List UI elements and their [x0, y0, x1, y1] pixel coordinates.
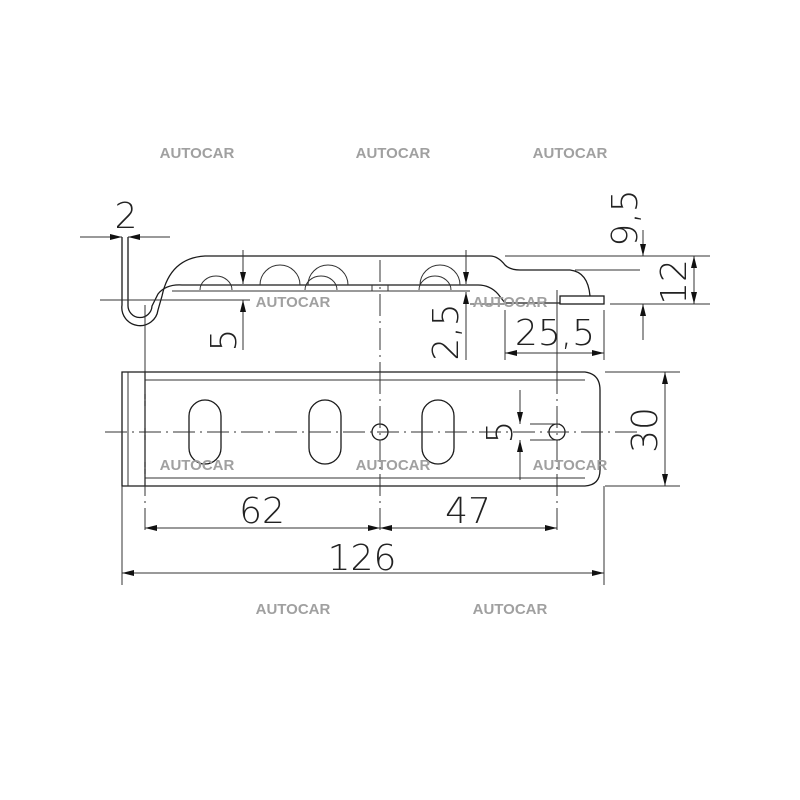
- dim-hook-height: 5: [204, 329, 245, 352]
- watermark: AUTOCAR: [533, 457, 608, 474]
- dimension-lines: [80, 230, 697, 576]
- dim-total-height: 12: [654, 259, 695, 305]
- hook-outline: [121, 237, 591, 327]
- tab-end: [559, 295, 605, 305]
- hook-inner: [127, 237, 560, 319]
- embossed-ribs: [172, 264, 470, 292]
- watermark: AUTOCAR: [473, 294, 548, 311]
- front-view: [105, 371, 680, 585]
- dim-width: 30: [625, 407, 666, 453]
- watermark: AUTOCAR: [473, 601, 548, 618]
- dim-thickness: 2: [115, 196, 138, 237]
- dim-hole-diameter: 5: [480, 421, 521, 444]
- dim-pitch-left: 62: [239, 491, 285, 532]
- watermark: AUTOCAR: [533, 145, 608, 162]
- dim-tab-length: 25,5: [515, 313, 595, 354]
- dim-pitch-right: 47: [445, 491, 491, 532]
- dim-step-height: 9,5: [605, 189, 646, 246]
- watermarks: AUTOCAR AUTOCAR AUTOCAR AUTOCAR AUTOCAR …: [160, 145, 608, 618]
- dim-total-length: 126: [328, 538, 397, 579]
- side-view: [100, 237, 710, 372]
- plate-outline: [121, 371, 601, 487]
- watermark: AUTOCAR: [160, 145, 235, 162]
- dim-step-offset: 2,5: [426, 303, 467, 360]
- watermark: AUTOCAR: [160, 457, 235, 474]
- watermark: AUTOCAR: [356, 145, 431, 162]
- watermark: AUTOCAR: [256, 294, 331, 311]
- watermark: AUTOCAR: [256, 601, 331, 618]
- watermark: AUTOCAR: [356, 457, 431, 474]
